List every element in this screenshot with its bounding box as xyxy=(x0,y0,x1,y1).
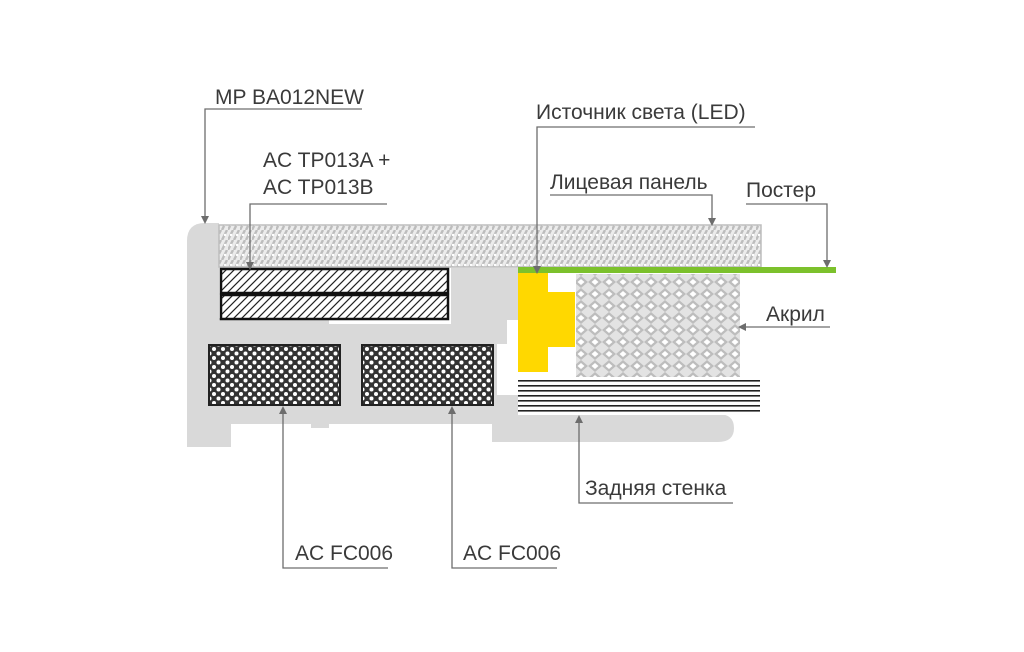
label-acrylic: Акрил xyxy=(766,303,825,326)
back-wall xyxy=(518,378,760,415)
leader-lines xyxy=(201,108,831,569)
tape-strip-bottom xyxy=(219,293,450,321)
foam-tape-right xyxy=(361,344,494,406)
label-foam-left: AC FC006 xyxy=(295,542,393,565)
label-back-wall: Задняя стенка xyxy=(585,477,727,500)
tape-strip-top xyxy=(219,267,450,295)
poster xyxy=(518,267,836,273)
label-poster: Постер xyxy=(746,179,816,202)
label-led: Источник света (LED) xyxy=(536,101,746,124)
label-foam-right: AC FC006 xyxy=(463,542,561,565)
label-tape-line2: AC TP013B xyxy=(263,176,374,199)
acrylic-panel xyxy=(576,274,740,377)
foam-tape-left xyxy=(208,344,341,406)
face-panel xyxy=(218,224,762,268)
led-source xyxy=(518,273,575,372)
label-face-panel: Лицевая панель xyxy=(550,171,708,194)
label-profile: MP BA012NEW xyxy=(215,86,364,109)
label-tape-line1: AC TP013A + xyxy=(263,149,390,172)
